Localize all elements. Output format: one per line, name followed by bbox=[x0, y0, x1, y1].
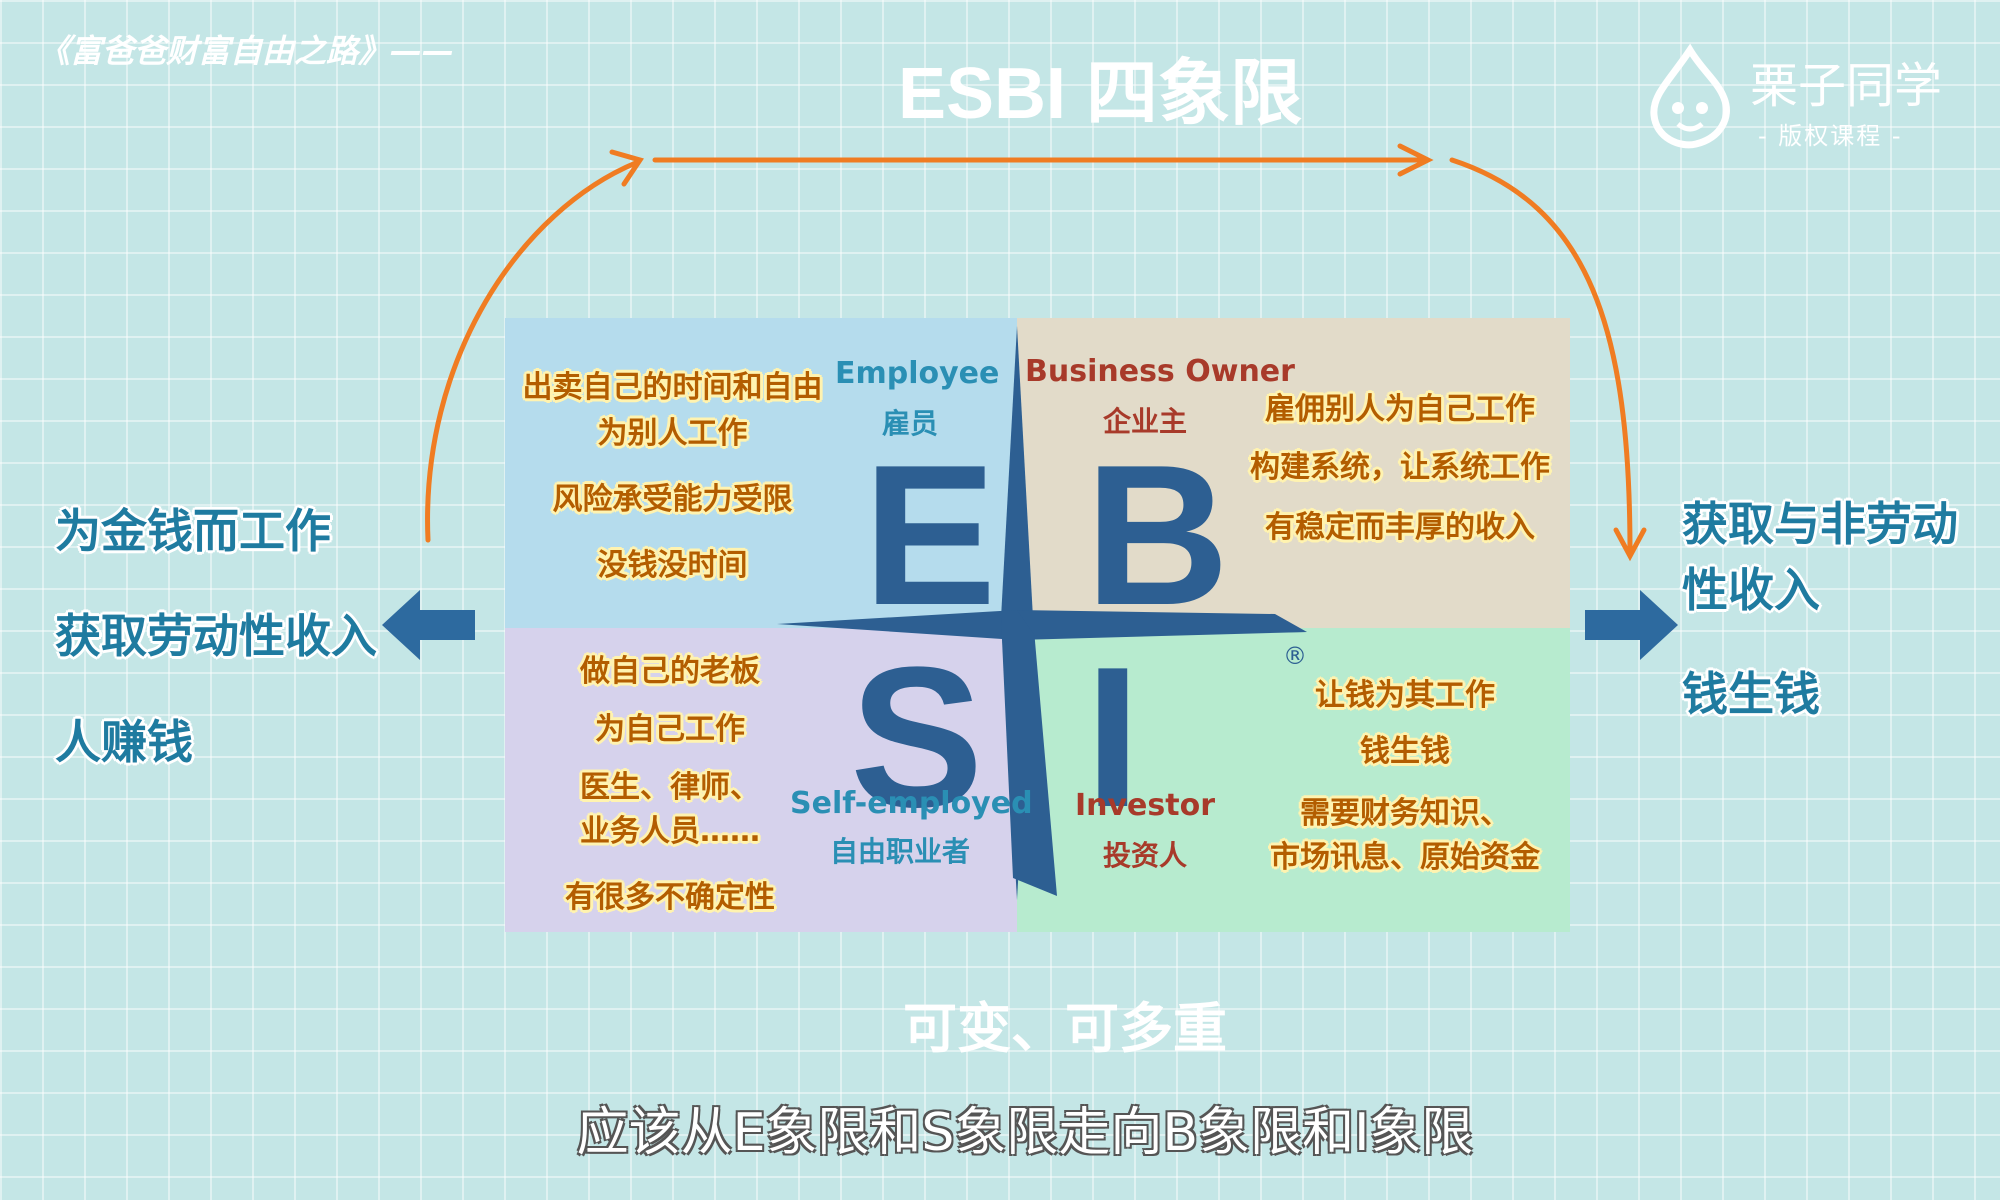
b-note-3: 有稳定而丰厚的收入 bbox=[1265, 510, 1535, 545]
right-text-money-makes-money: 钱生钱 bbox=[1682, 667, 1820, 721]
i-note-2: 钱生钱 bbox=[1360, 734, 1450, 769]
left-text-labor-income: 获取劳动性收入 bbox=[55, 609, 377, 663]
right-blue-arrow bbox=[1585, 590, 1678, 660]
letter-e: E bbox=[863, 424, 997, 647]
label-employee-zh: 雇员 bbox=[881, 407, 938, 440]
right-text-nonlabor-2: 性收入 bbox=[1682, 563, 1820, 617]
s-note-2: 为自己工作 bbox=[595, 712, 745, 747]
label-business-owner-zh: 企业主 bbox=[1102, 405, 1187, 438]
i-note-1: 让钱为其工作 bbox=[1315, 678, 1495, 713]
b-note-2: 构建系统，让系统工作 bbox=[1250, 450, 1550, 485]
letter-b: B bbox=[1085, 424, 1230, 647]
book-title: 《富爸爸财富自由之路》—— bbox=[38, 32, 455, 70]
right-text-nonlabor-1: 获取与非劳动 bbox=[1682, 497, 1958, 551]
letter-i: I bbox=[1085, 626, 1141, 849]
i-note-3: 需要财务知识、 bbox=[1300, 796, 1510, 831]
logo: 栗子同学 - 版权课程 - bbox=[1640, 40, 1970, 160]
e-note-2: 为别人工作 bbox=[597, 416, 748, 451]
left-text-people-earn: 人赚钱 bbox=[55, 715, 193, 769]
logo-name: 栗子同学 bbox=[1750, 58, 1943, 114]
orange-flow-arrow bbox=[425, 143, 1647, 562]
e-note-1: 出卖自己的时间和自由 bbox=[522, 370, 823, 405]
label-self-employed-zh: 自由职业者 bbox=[829, 835, 970, 868]
registered-mark: ® bbox=[1283, 642, 1307, 670]
esbi-diagram: E B S I Employee 雇员 Business Owner 企业主 S… bbox=[505, 318, 1570, 932]
logo-subtitle: - 版权课程 - bbox=[1758, 122, 1903, 150]
left-blue-arrow bbox=[382, 590, 475, 660]
e-note-3: 风险承受能力受限 bbox=[552, 482, 793, 517]
logo-mascot-icon bbox=[1650, 43, 1730, 149]
letter-s: S bbox=[850, 626, 984, 849]
label-investor: Investor bbox=[1074, 788, 1216, 823]
quadrant-e bbox=[505, 318, 1017, 628]
label-employee: Employee bbox=[835, 356, 1000, 391]
left-text-work-for-money: 为金钱而工作 bbox=[55, 504, 331, 558]
label-business-owner: Business Owner bbox=[1025, 354, 1295, 389]
compass-cross bbox=[777, 326, 1307, 900]
s-note-4: 业务人员…… bbox=[580, 814, 760, 849]
label-self-employed: Self-employed bbox=[790, 786, 1033, 821]
tagline: 可变、可多重 bbox=[903, 997, 1227, 1060]
b-note-1: 雇佣别人为自己工作 bbox=[1265, 392, 1535, 427]
quadrant-i bbox=[1017, 628, 1570, 932]
s-note-1: 做自己的老板 bbox=[580, 654, 760, 689]
i-note-4: 市场讯息、原始资金 bbox=[1270, 840, 1540, 875]
quadrant-s bbox=[505, 628, 1017, 932]
page-title: ESBI 四象限 bbox=[897, 54, 1303, 134]
label-investor-zh: 投资人 bbox=[1102, 839, 1187, 872]
quadrant-b bbox=[1017, 318, 1570, 628]
s-note-5: 有很多不确定性 bbox=[565, 880, 775, 915]
e-note-4: 没钱没时间 bbox=[597, 548, 748, 583]
subtitle-caption: 应该从E象限和S象限走向B象限和I象限 bbox=[576, 1103, 1474, 1163]
s-note-3: 医生、律师、 bbox=[580, 770, 760, 805]
